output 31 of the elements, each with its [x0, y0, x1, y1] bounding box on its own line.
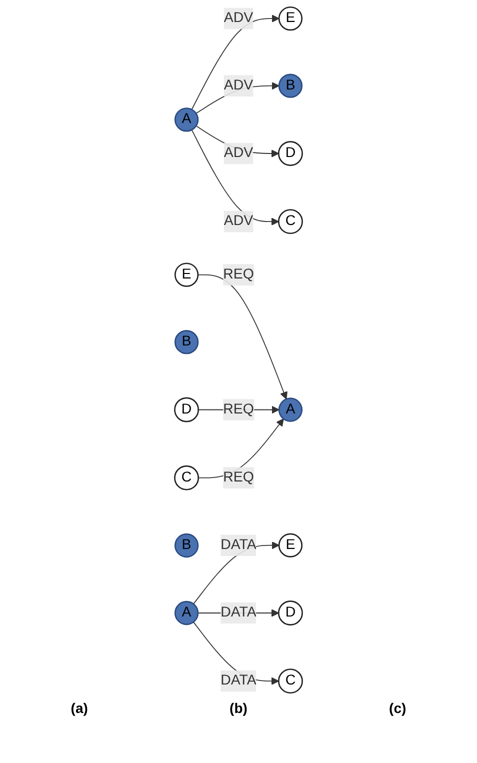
- node-circle: D: [174, 397, 200, 422]
- panel-label: (c): [389, 700, 406, 716]
- node-circle: E: [174, 262, 199, 287]
- edge-label: REQ: [223, 470, 254, 485]
- arrow: [191, 14, 280, 110]
- edge-label: DATA: [220, 537, 256, 552]
- node-circle: A: [278, 398, 303, 422]
- edge-label: REQ: [223, 402, 254, 417]
- edge-label: ADV: [224, 10, 254, 26]
- node-circle: C: [174, 465, 200, 490]
- edge-label: ADV: [224, 145, 254, 161]
- edge-label: DATA: [220, 604, 256, 620]
- node-circle: D: [278, 141, 303, 166]
- arrow: [191, 129, 279, 226]
- edge-label: ADV: [224, 78, 254, 93]
- node-circle: A: [174, 108, 199, 132]
- edge-label: REQ: [223, 266, 254, 282]
- node-circle: D: [278, 600, 303, 626]
- panel-label: (a): [70, 700, 88, 716]
- edge-label: ADV: [224, 214, 254, 229]
- node-circle: E: [278, 533, 303, 558]
- panel-label: (b): [230, 700, 248, 716]
- edge-label: DATA: [220, 673, 256, 688]
- node-circle: B: [174, 330, 199, 354]
- node-circle: E: [278, 6, 303, 31]
- node-circle: B: [174, 533, 199, 558]
- node-circle: A: [174, 600, 199, 626]
- node-circle: B: [278, 74, 303, 98]
- node-circle: C: [278, 209, 303, 234]
- node-circle: C: [278, 668, 303, 694]
- arrow: [198, 274, 288, 400]
